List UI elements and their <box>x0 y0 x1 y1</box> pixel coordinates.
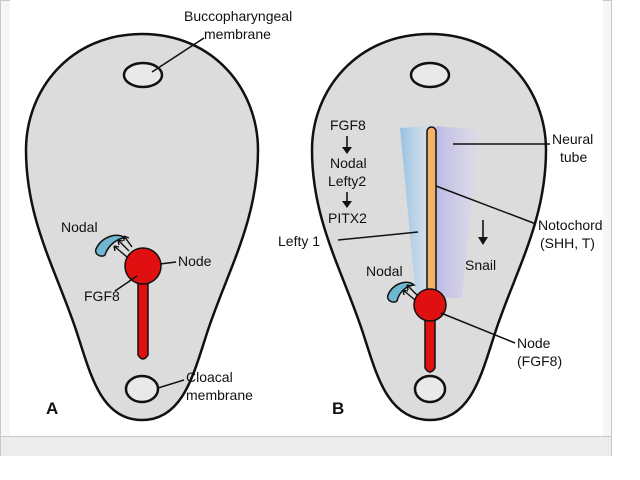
node-b <box>413 288 447 322</box>
cloacal-label-line2: membrane <box>186 387 253 403</box>
cascade-nodal: Nodal <box>330 155 367 171</box>
cloacal-membrane-a <box>124 374 160 404</box>
node-label-line1: Node <box>517 335 551 351</box>
neural-tube-region <box>436 126 480 298</box>
bucco-label-line2: membrane <box>204 26 271 42</box>
lefty1-leader <box>337 231 419 241</box>
embryo-figure: Buccopharyngeal membrane Nodal Node FGF8… <box>10 0 603 436</box>
signal-arrows-a <box>113 235 133 258</box>
cloacal-membrane-b <box>413 374 447 404</box>
bucco-label-line1: Buccopharyngeal <box>184 8 292 24</box>
cascade-arrow-2 <box>342 192 352 208</box>
primitive-streak-b <box>424 314 436 373</box>
primitive-streak-a <box>137 279 149 360</box>
notochord-label-line1: Notochord <box>538 217 603 233</box>
snail-arrow <box>478 220 488 245</box>
cascade-pitx2: PITX2 <box>328 210 367 226</box>
panel-a: Buccopharyngeal membrane Nodal Node FGF8… <box>24 8 292 422</box>
panel-a-letter: A <box>46 399 58 418</box>
nodal-label-a: Nodal <box>61 219 98 235</box>
node-a <box>124 247 162 285</box>
bottom-strip <box>0 437 612 456</box>
neural-label-line1: Neural <box>552 131 593 147</box>
notochord-leader <box>435 185 537 225</box>
lefty1-label: Lefty 1 <box>278 233 320 249</box>
embryo-a-outline <box>24 32 260 422</box>
node-leader-a <box>159 261 177 265</box>
nodal-label-b: Nodal <box>366 263 403 279</box>
node-leader-b <box>440 312 516 344</box>
embryo-diagram: Buccopharyngeal membrane Nodal Node FGF8… <box>24 8 603 422</box>
cascade-lefty2: Lefty2 <box>328 173 366 189</box>
signal-arrows-b <box>402 284 418 301</box>
bucco-leader-a <box>151 37 205 73</box>
buccopharyngeal-membrane-a <box>122 61 164 89</box>
cloacal-label-line1: Cloacal <box>186 369 233 385</box>
lefty1-band <box>400 126 428 298</box>
cascade-arrow-1 <box>342 136 352 154</box>
notochord-label-line2: (SHH, T) <box>540 235 595 251</box>
snail-label: Snail <box>465 257 496 273</box>
fgf8-leader-a <box>114 275 138 292</box>
notochord <box>426 126 437 300</box>
cloacal-leader-a <box>157 379 185 389</box>
nodal-a <box>94 234 128 257</box>
neural-label-line2: tube <box>560 149 587 165</box>
cascade-fgf8: FGF8 <box>330 117 366 133</box>
node-label-a: Node <box>178 253 212 269</box>
buccopharyngeal-membrane-b <box>409 61 451 89</box>
panel-b: FGF8 Nodal Lefty2 PITX2 Neural tube Noto… <box>278 32 603 422</box>
panel-b-letter: B <box>332 399 344 418</box>
node-label-line2: (FGF8) <box>517 353 562 369</box>
fgf8-label-a: FGF8 <box>84 288 120 304</box>
